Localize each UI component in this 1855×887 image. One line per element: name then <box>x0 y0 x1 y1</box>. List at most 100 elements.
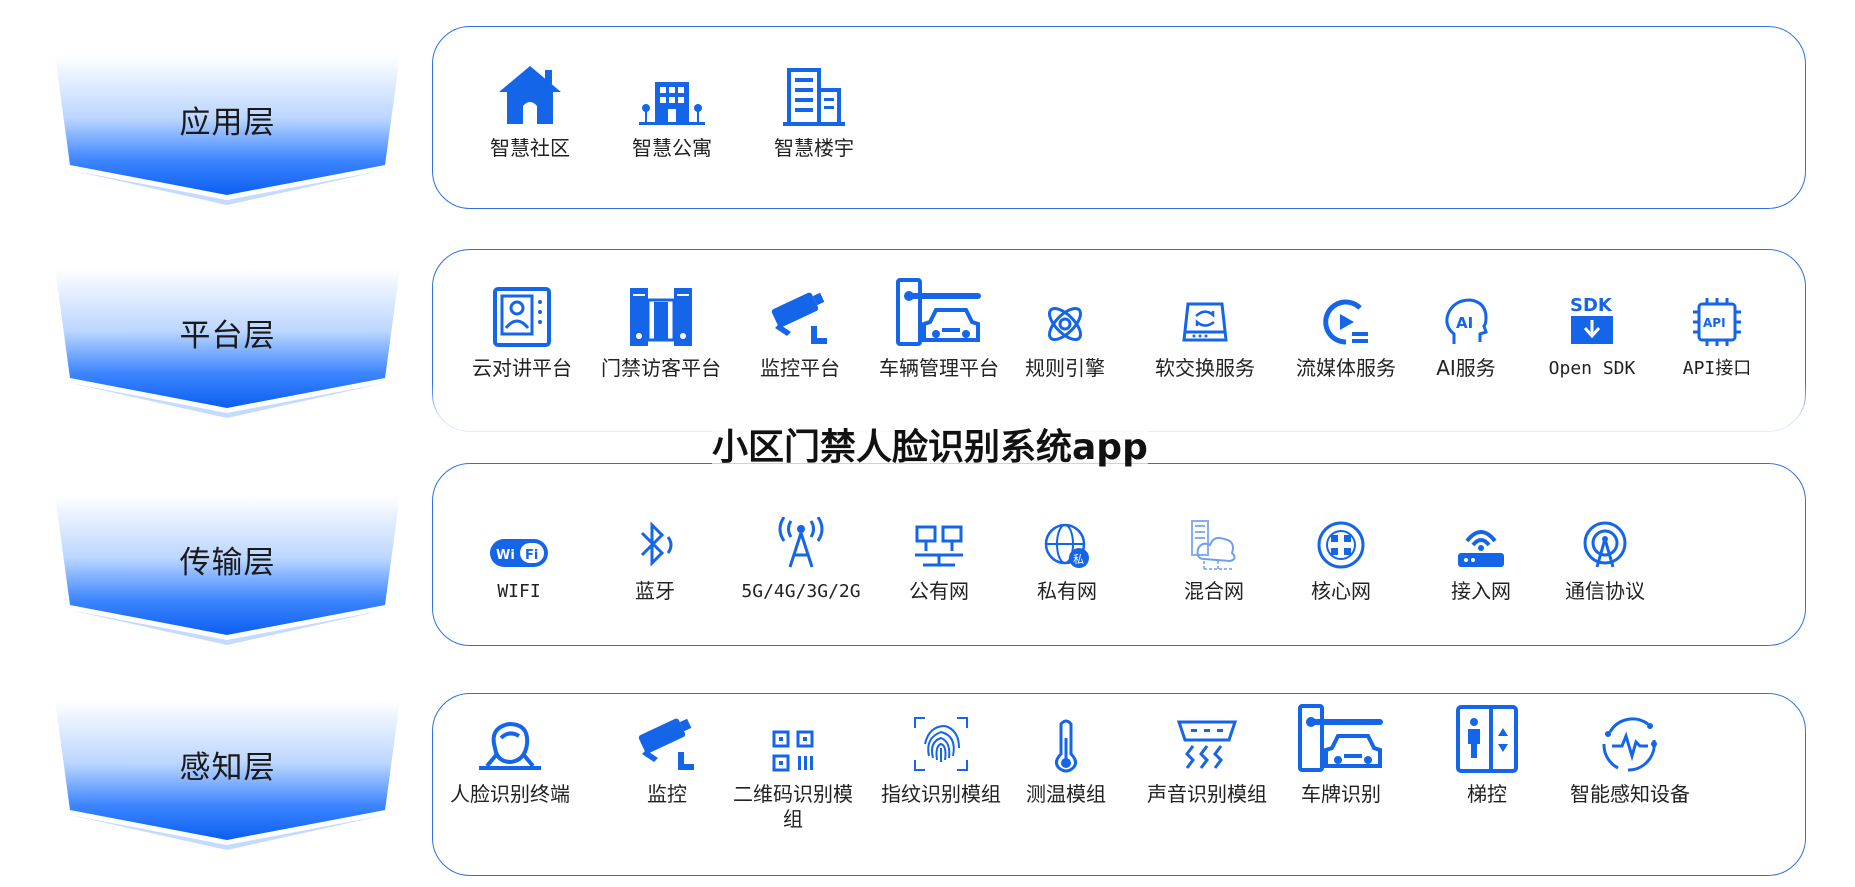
perception-item[interactable]: 指纹识别模组 <box>876 698 1006 807</box>
sound-sensor-icon <box>1177 720 1237 769</box>
transport-item[interactable]: 私 私有网 <box>1002 495 1132 604</box>
private-network-icon: 私 <box>1044 523 1089 568</box>
item-label: 梯控 <box>1467 782 1507 806</box>
layer-label-application: 应用层 <box>55 55 400 205</box>
panel-perception <box>432 693 1806 876</box>
barrier-car-icon <box>896 278 981 346</box>
transport-item[interactable]: 5G/4G/3G/2G <box>736 495 866 604</box>
layer-title: 传输层 <box>179 545 276 581</box>
sdk-icon: SDK <box>1570 295 1613 344</box>
svg-text:AI: AI <box>1456 314 1473 332</box>
item-label: Open SDK <box>1548 358 1636 379</box>
item-label: AI服务 <box>1436 356 1496 380</box>
platform-item[interactable]: SDK Open SDK <box>1527 272 1657 381</box>
item-label: 人脸识别终端 <box>450 782 570 806</box>
item-label: 核心网 <box>1311 579 1371 603</box>
platform-item[interactable]: 流媒体服务 <box>1281 272 1411 381</box>
plate-car-icon <box>1298 704 1383 772</box>
qr-code-icon <box>772 730 814 772</box>
svg-text:API: API <box>1703 316 1726 330</box>
platform-item[interactable]: AI AI服务 <box>1401 272 1531 381</box>
item-label: 云对讲平台 <box>472 356 572 380</box>
router-icon <box>1458 530 1504 567</box>
item-label: 公有网 <box>909 579 969 603</box>
perception-item[interactable]: 智能感知设备 <box>1565 698 1695 807</box>
streaming-icon <box>1323 299 1368 345</box>
svg-text:Wi: Wi <box>496 548 515 563</box>
item-label: 测温模组 <box>1026 782 1106 806</box>
app-item[interactable]: 智慧楼宇 <box>749 52 879 161</box>
cctv-camera-icon <box>771 292 827 344</box>
transport-item[interactable]: 蓝牙 <box>590 495 720 604</box>
item-label: 门禁访客平台 <box>601 356 721 380</box>
perception-item[interactable]: 车牌识别 <box>1276 698 1406 807</box>
hybrid-cloud-icon <box>1191 520 1236 570</box>
app-item[interactable]: 智慧公寓 <box>607 52 737 161</box>
layer-title: 平台层 <box>179 318 276 354</box>
item-label: WIFI <box>497 581 541 602</box>
transport-item[interactable]: 通信协议 <box>1540 495 1670 604</box>
antenna-icon <box>778 517 824 568</box>
item-label: 5G/4G/3G/2G <box>741 581 861 602</box>
transport-item[interactable]: 接入网 <box>1416 495 1546 604</box>
platform-item[interactable]: 云对讲平台 <box>457 272 587 381</box>
platform-item[interactable]: 车辆管理平台 <box>874 272 1004 381</box>
item-label: API接口 <box>1682 358 1752 379</box>
item-label: 混合网 <box>1184 579 1244 603</box>
public-network-icon <box>915 525 963 567</box>
platform-item[interactable]: 门禁访客平台 <box>596 272 726 381</box>
item-label: 智慧社区 <box>490 136 570 160</box>
exchange-drive-icon <box>1182 302 1228 342</box>
layer-label-perception: 感知层 <box>55 700 400 850</box>
platform-item[interactable]: API API接口 <box>1652 272 1782 381</box>
core-network-icon <box>1317 521 1365 569</box>
item-label: 智能感知设备 <box>1570 782 1690 806</box>
bluetooth-icon <box>640 521 673 567</box>
transport-item[interactable]: 公有网 <box>874 495 1004 604</box>
item-label: 智慧公寓 <box>632 136 712 160</box>
protocol-icon <box>1583 521 1627 568</box>
elevator-icon <box>1456 705 1518 773</box>
item-label: 车辆管理平台 <box>879 356 999 380</box>
house-icon <box>499 66 561 124</box>
app-item[interactable]: 智慧社区 <box>465 52 595 161</box>
platform-item[interactable]: 软交换服务 <box>1140 272 1270 381</box>
item-label: 指纹识别模组 <box>881 782 1001 806</box>
building-icon <box>783 68 845 126</box>
wifi-icon: Wi Fi <box>490 539 548 567</box>
svg-text:私: 私 <box>1073 553 1084 566</box>
perception-item[interactable]: 二维码识别模组 <box>728 698 858 832</box>
item-label: 监控 <box>647 782 687 806</box>
item-label: 流媒体服务 <box>1296 356 1396 380</box>
apartment-icon <box>639 82 705 125</box>
svg-text:Fi: Fi <box>525 548 538 563</box>
cctv-camera-icon <box>638 718 694 770</box>
item-label: 私有网 <box>1037 579 1097 603</box>
transport-item[interactable]: Wi Fi WIFI <box>454 495 584 604</box>
turnstile-icon <box>630 288 692 346</box>
perception-item[interactable]: 人脸识别终端 <box>445 698 575 807</box>
perception-item[interactable]: 梯控 <box>1422 698 1552 807</box>
watermark-title: 小区门禁人脸识别系统app <box>712 418 1148 470</box>
fingerprint-icon <box>914 717 968 771</box>
thermometer-icon <box>1054 719 1078 773</box>
svg-text:SDK: SDK <box>1570 295 1613 316</box>
layer-label-transport: 传输层 <box>55 495 400 645</box>
transport-item[interactable]: 混合网 <box>1149 495 1279 604</box>
transport-item[interactable]: 核心网 <box>1276 495 1406 604</box>
layer-title: 应用层 <box>179 105 276 141</box>
perception-item[interactable]: 测温模组 <box>1001 698 1131 807</box>
perception-item[interactable]: 监控 <box>602 698 732 807</box>
item-label: 软交换服务 <box>1155 356 1255 380</box>
intercom-icon <box>493 287 551 347</box>
perception-item[interactable]: 声音识别模组 <box>1142 698 1272 807</box>
item-label: 接入网 <box>1451 579 1511 603</box>
item-label: 声音识别模组 <box>1147 782 1267 806</box>
item-label: 蓝牙 <box>635 579 675 603</box>
face-terminal-icon <box>479 721 541 770</box>
ai-head-icon: AI <box>1445 298 1488 344</box>
item-label: 通信协议 <box>1565 579 1645 603</box>
platform-item[interactable]: 规则引擎 <box>1000 272 1130 381</box>
item-label: 智慧楼宇 <box>774 136 854 160</box>
platform-item[interactable]: 监控平台 <box>735 272 865 381</box>
